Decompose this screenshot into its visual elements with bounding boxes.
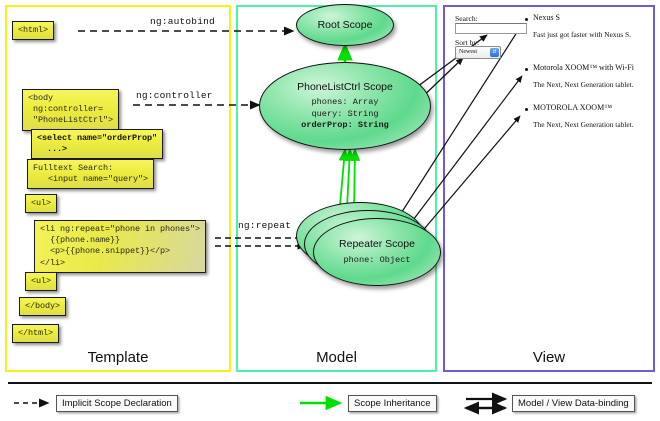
phone-snippet: The Next, Next Generation tablet. bbox=[533, 80, 634, 89]
code-box-ul-open: <ul> bbox=[25, 194, 58, 214]
scope-root-title: Root Scope bbox=[317, 18, 373, 31]
edge-label-repeat: ng:repeat bbox=[238, 220, 292, 231]
sort-select[interactable]: Newest ⇵ bbox=[455, 46, 501, 59]
phone-name[interactable]: MOTOROLA XOOM™ bbox=[533, 103, 613, 112]
column-label-template: Template bbox=[87, 349, 149, 366]
chevron-updown-icon[interactable]: ⇵ bbox=[490, 48, 499, 57]
code-box-ul-close: <ul> bbox=[25, 272, 58, 292]
phone-snippet: Fast just got faster with Nexus S. bbox=[533, 30, 631, 39]
column-label-model: Model bbox=[316, 349, 357, 366]
bullet-icon bbox=[525, 68, 528, 71]
phone-snippet: The Next, Next Generation tablet. bbox=[533, 120, 634, 129]
phone-name[interactable]: Motorola XOOM™ with Wi-Fi bbox=[533, 63, 634, 72]
bullet-icon bbox=[525, 108, 528, 111]
edge-label-autobind: ng:autobind bbox=[150, 16, 215, 27]
bullet-icon bbox=[525, 18, 528, 21]
scope-repeater: Repeater Scope phone: Object bbox=[313, 218, 441, 286]
column-label-view: View bbox=[532, 349, 566, 366]
code-box-select-orderprop: <select name="orderProp" ...> bbox=[31, 129, 164, 160]
code-box-li-ngrepeat: <li ng:repeat="phone in phones"> {{phone… bbox=[34, 220, 207, 273]
code-box-html-open: <html> bbox=[12, 21, 55, 41]
view-search-label: Search: bbox=[455, 14, 478, 23]
legend-item-implicit-scope-declaration: Implicit Scope Declaration bbox=[56, 395, 178, 412]
legend-item-scope-inheritance: Scope Inheritance bbox=[348, 395, 437, 412]
code-box-body-close: </body> bbox=[19, 297, 67, 317]
scope-repeater-title: Repeater Scope bbox=[339, 238, 415, 251]
code-box-fulltext-search: Fulltext Search: <input name="query"> bbox=[27, 159, 155, 190]
scope-phonelistctrl: PhoneListCtrl Scope phones: Array query:… bbox=[259, 62, 431, 150]
scope-root: Root Scope bbox=[296, 4, 394, 46]
code-box-body-controller: <body ng:controller= "PhoneListCtrl"> bbox=[22, 89, 120, 131]
edge-label-controller: ng:controller bbox=[136, 90, 213, 101]
legend-item-model-view-data-binding: Model / View Data-binding bbox=[512, 395, 635, 412]
legend-divider bbox=[8, 382, 652, 384]
search-input[interactable] bbox=[455, 23, 527, 34]
sort-select-value: Newest bbox=[459, 49, 477, 55]
column-view: View bbox=[443, 5, 655, 372]
column-model: Model bbox=[236, 5, 437, 372]
scope-phonelistctrl-props-plain: phones: Array query: String bbox=[311, 97, 379, 119]
scope-repeater-props: phone: Object bbox=[343, 254, 411, 265]
phone-name[interactable]: Nexus S bbox=[533, 13, 560, 22]
view-sort-label: Sort by: bbox=[455, 38, 480, 47]
scope-phonelistctrl-props-bold: orderProp: String bbox=[301, 119, 389, 130]
code-box-html-close: </html> bbox=[12, 324, 60, 344]
scope-phonelistctrl-title: PhoneListCtrl Scope bbox=[297, 81, 393, 94]
